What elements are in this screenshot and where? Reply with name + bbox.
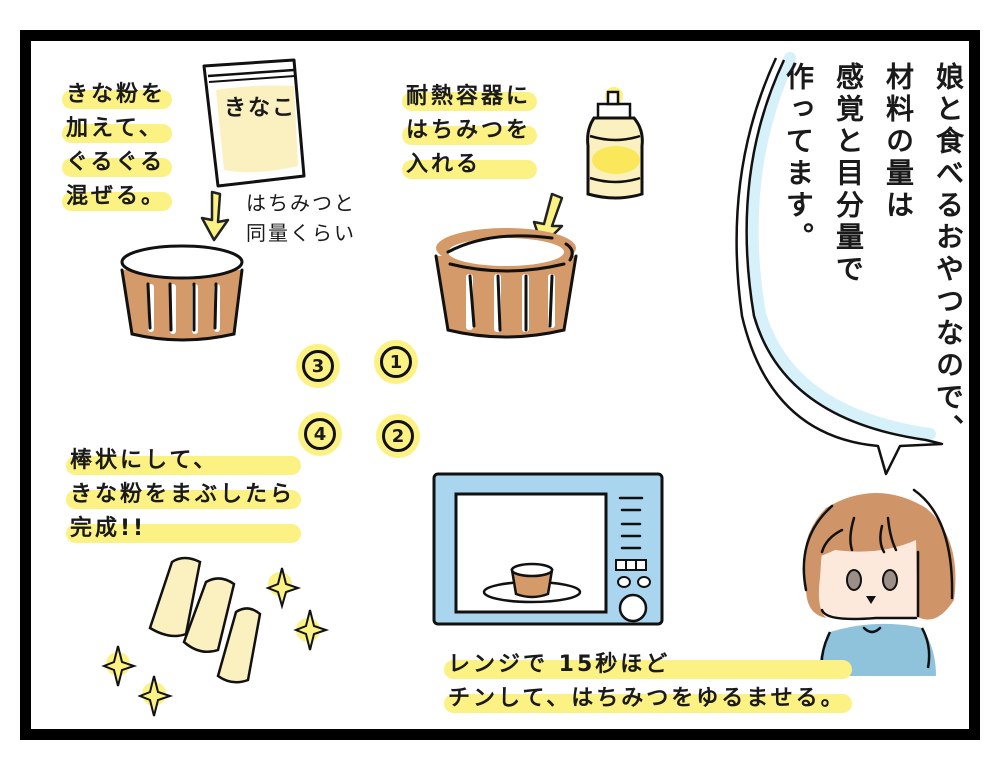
step2-instructions: レンジで 15秒ほど チンして、はちみつをゆるませる。 [444, 648, 852, 716]
bubble-column: 材料の量は [882, 62, 915, 222]
character-girl [802, 488, 956, 676]
step4-line: 棒状にして、 [65, 444, 302, 478]
step3-line: きな粉を [61, 78, 173, 112]
step-number: 1 [389, 351, 403, 373]
step4-line: きな粉をまぶしたら [65, 478, 302, 512]
honey-bottle-icon [586, 87, 644, 200]
sparkle-icon [101, 567, 330, 717]
step-badge-1: 1 [374, 340, 418, 384]
cup-illustration-right [434, 228, 578, 339]
step3-line: 混ぜる。 [61, 180, 173, 214]
step4-instructions: 棒状にして、 きな粉をまぶしたら 完成!! [65, 444, 302, 546]
cup-illustration-left [120, 244, 244, 342]
step1-line: はちみつを [401, 114, 538, 148]
step1-line: 入れる [401, 148, 538, 182]
step-badge-4: 4 [298, 412, 342, 456]
note-line: 同量くらい [246, 221, 356, 245]
step-number: 2 [391, 425, 405, 447]
step4-line: 完成!! [65, 512, 302, 546]
bubble-column: 感覚と目分量で [832, 62, 865, 286]
step1-instructions: 耐熱容器に はちみつを 入れる [401, 80, 538, 182]
kinako-bag-icon [202, 58, 306, 188]
step-badge-2: 2 [376, 414, 420, 458]
kinako-bars-illustration [101, 556, 330, 717]
speech-bubble-text: 娘と食べるおやつなので、 材料の量は 感覚と目分量で 作ってます。 [766, 62, 968, 462]
speech-bubble [735, 52, 944, 476]
microwave-icon [432, 472, 664, 626]
step3-note: はちみつと 同量くらい [246, 188, 356, 248]
kinako-bag-illustration: きなこ [196, 58, 306, 188]
note-line: はちみつと [246, 191, 356, 215]
step-badge-3: 3 [296, 344, 340, 388]
bubble-column: 作ってます。 [782, 62, 815, 254]
step1-line: 耐熱容器に [401, 80, 538, 114]
arrow-down-icon [200, 190, 230, 242]
step2-line: レンジで 15秒ほど [444, 648, 852, 682]
step3-line: ぐるぐる [61, 146, 173, 180]
bubble-column: 娘と食べるおやつなので、 [932, 62, 965, 446]
step-number: 3 [311, 355, 325, 377]
step2-line: チンして、はちみつをゆるませる。 [444, 682, 852, 716]
step-number: 4 [313, 423, 327, 445]
kinako-bag-label: きなこ [224, 96, 297, 121]
step3-instructions: きな粉を 加えて、 ぐるぐる 混ぜる。 [61, 78, 173, 214]
step3-line: 加えて、 [61, 112, 173, 146]
